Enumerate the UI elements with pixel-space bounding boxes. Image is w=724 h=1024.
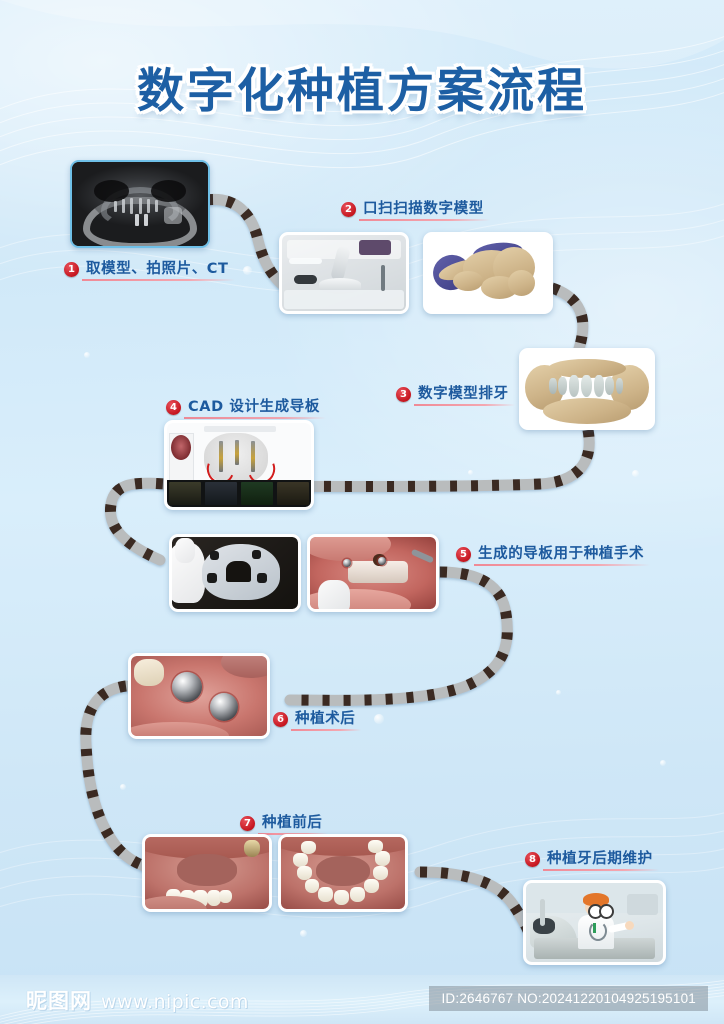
footer-waves [0, 980, 724, 1024]
step-7-image-before [142, 834, 272, 912]
step-5-image-guide-mouth [307, 534, 439, 612]
step-3-label-text: 数字模型排牙 [414, 382, 515, 406]
step-2-label-text: 口扫扫描数字模型 [359, 197, 490, 221]
page-title-text: 数字化种植方案流程 [137, 64, 587, 119]
step-2-label: 2 口扫扫描数字模型 [341, 197, 490, 221]
step-4-image-cad [164, 420, 314, 510]
step-3-image-arrangement [519, 348, 655, 430]
step-1-number: 1 [64, 261, 79, 277]
step-5-image-guide-hand [169, 534, 301, 612]
step-4-label: 4 CAD 设计生成导板 [166, 395, 326, 419]
step-2-number: 2 [341, 201, 356, 217]
step-8-image-maintenance [523, 880, 666, 965]
step-1-label: 1 取模型、拍照片、CT [64, 257, 235, 281]
brand-url: www.nipic.com [101, 991, 249, 1013]
step-5-number: 5 [456, 546, 471, 562]
step-8-number: 8 [525, 851, 540, 867]
after-arch-graphic [281, 837, 405, 909]
step-6-number: 6 [273, 711, 288, 727]
step-3-label: 3 数字模型排牙 [396, 382, 515, 406]
healing-abutments-graphic [131, 656, 267, 736]
implant-cap-1 [171, 672, 202, 702]
intraoral-scanner-graphic [282, 235, 406, 311]
step-8-label-text: 种植牙后期维护 [543, 847, 659, 871]
step-6-label: 6 种植术后 [273, 707, 362, 731]
digital-arrangement-graphic [522, 351, 652, 427]
cad-software-graphic [167, 423, 311, 507]
guide-in-mouth-graphic [310, 537, 436, 609]
step-7-image-after [278, 834, 408, 912]
before-arch-graphic [145, 837, 269, 909]
image-id-badge: ID:2646767 NO:20241220104925195101 [429, 986, 708, 1011]
implant-cap-2 [209, 692, 238, 721]
step-1-image-xray [70, 160, 210, 248]
step-8-label: 8 种植牙后期维护 [525, 847, 659, 871]
step-6-label-text: 种植术后 [290, 707, 362, 731]
dentist-cartoon-graphic [526, 883, 663, 962]
step-6-image-healing-abutments [128, 653, 270, 739]
step-4-number: 4 [166, 399, 181, 415]
step-2-image-3d-model [423, 232, 553, 314]
brand-name: 昵图网 [26, 989, 92, 1013]
step-5-label-text: 生成的导板用于种植手术 [473, 542, 651, 566]
step-7-label-text: 种植前后 [257, 811, 329, 835]
step-5-label: 5 生成的导板用于种植手术 [456, 542, 651, 566]
footer-bar: 昵图网 www.nipic.com ID:2646767 NO:20241220… [0, 975, 724, 1024]
step-7-number: 7 [240, 815, 255, 831]
step-1-label-text: 取模型、拍照片、CT [82, 257, 235, 281]
panoramic-xray-graphic [72, 162, 208, 246]
site-brand: 昵图网 www.nipic.com [26, 985, 249, 1015]
surgical-guide-graphic [172, 537, 298, 609]
step-4-label-text: CAD 设计生成导板 [184, 395, 326, 419]
scanned-model-graphic [426, 235, 550, 311]
step-7-label: 7 种植前后 [240, 811, 329, 835]
step-3-number: 3 [396, 386, 411, 402]
step-2-image-scanner [279, 232, 409, 314]
page-title: 数字化种植方案流程 [0, 52, 724, 121]
